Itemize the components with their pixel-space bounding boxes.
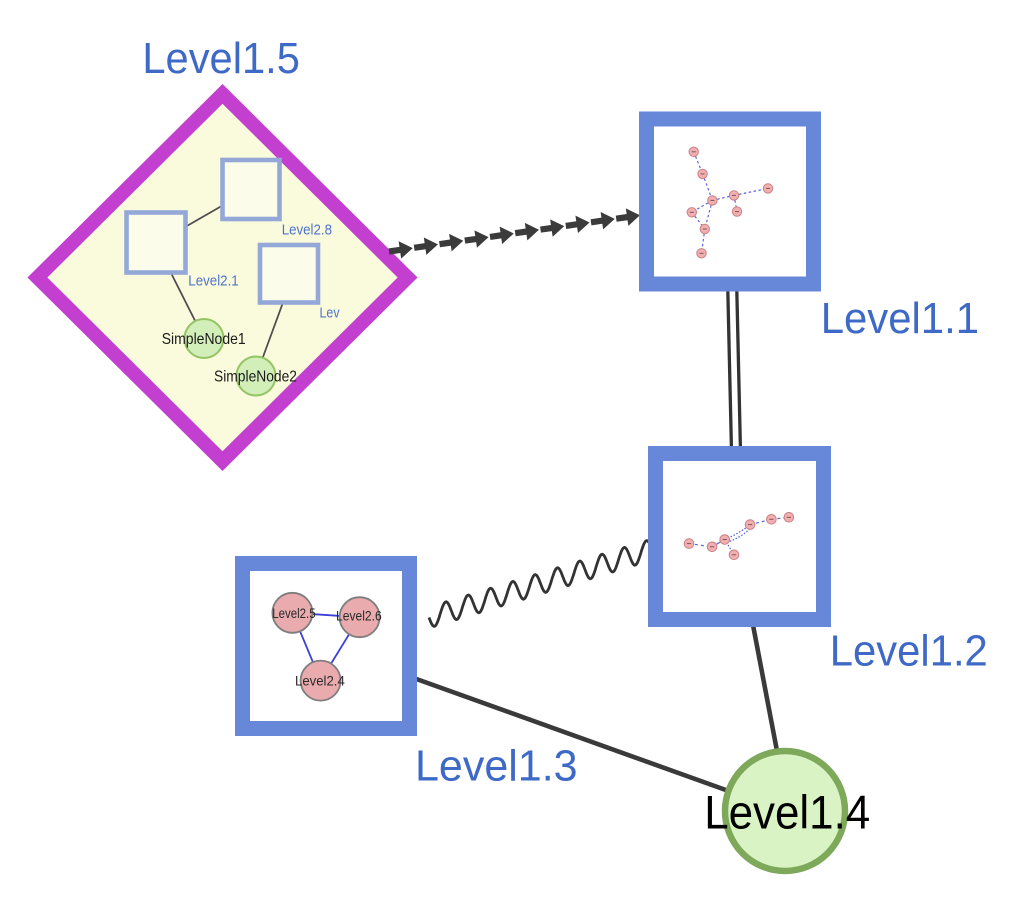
svg-text:Level2.4: Level2.4 xyxy=(295,672,345,688)
svg-text:Level1.2: Level1.2 xyxy=(830,626,988,675)
svg-text:Level2.5: Level2.5 xyxy=(272,605,316,621)
svg-text:Level2.1: Level2.1 xyxy=(188,274,238,290)
svg-text:Lev: Lev xyxy=(320,305,341,321)
svg-text:Level1.3: Level1.3 xyxy=(415,742,578,791)
svg-text:SimpleNode1: SimpleNode1 xyxy=(162,331,246,348)
svg-text:Level2.6: Level2.6 xyxy=(336,608,382,624)
svg-text:Level2.8: Level2.8 xyxy=(282,222,332,238)
svg-text:Level1.1: Level1.1 xyxy=(821,294,979,343)
svg-text:Level1.5: Level1.5 xyxy=(142,34,300,83)
svg-text:Level1.4: Level1.4 xyxy=(704,786,870,839)
svg-text:SimpleNode2: SimpleNode2 xyxy=(214,369,297,386)
